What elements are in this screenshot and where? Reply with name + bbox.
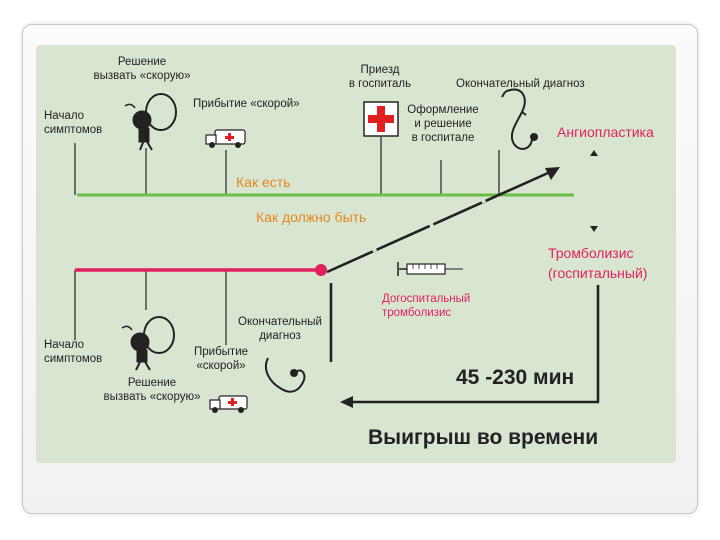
person-phone-icon-bottom [122,317,174,370]
angioplasty-label: Ангиопластика [557,125,654,139]
prehospital-label: Догоспитальный тромболизис [382,292,470,320]
top-ambulance-label: Прибытие «скорой» [193,97,300,111]
top-symptoms-label: Начало симптомов [44,109,102,137]
thrombolysis-small-arrow [590,226,598,232]
time-gain-arrow-head [340,396,353,408]
top-decision-label: Решение вызвать «скорую» [82,55,202,83]
time-gain-title: Выигрыш во времени [368,426,598,450]
red-cross-icon [364,102,398,136]
top-processing-label: Оформление и решение в госпитале [400,103,486,145]
should-be-label: Как должно быть [256,210,366,224]
thrombolysis-label: Тромболизис (госпитальный) [548,243,647,283]
top-hospital-label: Приезд в госпиталь [340,63,420,91]
bottom-ambulance-label: Прибытие «скорой» [182,345,260,373]
time-gain-range: 45 -230 мин [456,366,574,390]
prehospital-point [315,264,327,276]
stethoscope-icon-bottom [266,358,304,392]
stethoscope-icon-top [502,89,537,148]
ambulance-icon-bottom [210,396,247,413]
bottom-decision-label: Решение вызвать «скорую» [92,376,212,404]
bottom-final-diagnosis-label: Окончательный диагноз [230,315,330,343]
ambulance-icon-top [206,130,245,148]
top-final-diagnosis-label: Окончательный диагноз [456,77,585,91]
syringe-icon [398,262,463,276]
person-phone-icon-top [125,94,176,150]
bottom-symptoms-label: Начало симптомов [44,338,102,366]
as-is-label: Как есть [236,175,290,189]
angioplasty-small-arrow [590,150,598,156]
